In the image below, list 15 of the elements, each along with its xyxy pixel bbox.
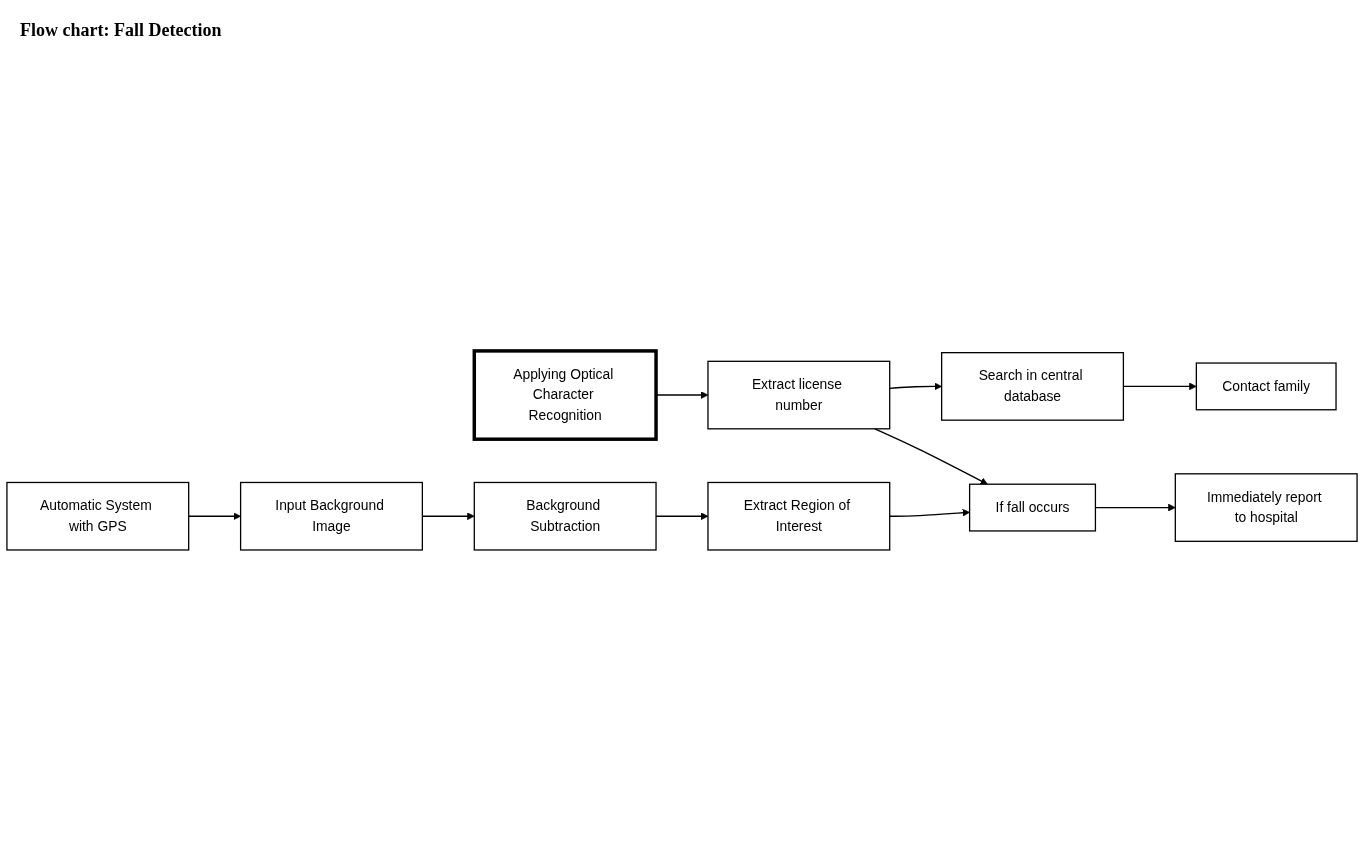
arrow: [889, 382, 942, 390]
diagram-title: Flow chart: Fall Detection: [20, 20, 222, 41]
node-box: Input Background Image: [239, 481, 423, 551]
node-box: Background Subtraction: [473, 481, 657, 551]
node-box: Contact family: [1195, 361, 1337, 410]
node-box: Search in central database: [941, 351, 1125, 421]
arrow: [874, 427, 988, 485]
node-box: If fall occurs: [968, 483, 1097, 532]
node-box: Applying Optical Character Recognition: [472, 348, 658, 441]
node-box: Automatic System with GPS: [6, 481, 190, 551]
node-box: Immediately report to hospital: [1174, 472, 1358, 542]
arrow: [188, 511, 241, 520]
arrow: [889, 508, 970, 517]
node-box: Extract Region of Interest: [707, 481, 891, 551]
node-box: Extract license number: [707, 360, 891, 429]
